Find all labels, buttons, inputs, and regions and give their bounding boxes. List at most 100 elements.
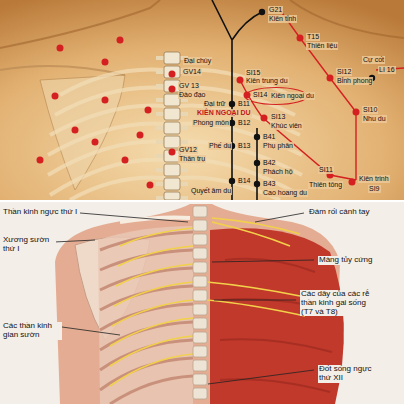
- lung-shading: [220, 259, 332, 392]
- acupoint-dot: [102, 59, 109, 66]
- vertebra: [193, 388, 207, 399]
- acupoint-label: GV12: [178, 146, 198, 154]
- acupoint-label: Phách hộ: [262, 168, 294, 176]
- red-points: [37, 35, 360, 189]
- vertebra: [193, 276, 207, 287]
- acupoint-label: Đào đạo: [178, 91, 206, 99]
- acupoint-label: Nhu du: [362, 115, 387, 123]
- acupoint-dot: [169, 149, 176, 156]
- acupoint-label: SI14: [252, 91, 268, 99]
- acupoint-dot: [117, 37, 124, 44]
- acupoint-dot: [297, 35, 304, 42]
- acupoint-label: GV14: [182, 68, 202, 76]
- acupoint-dot: [229, 178, 235, 184]
- acupoint-dot: [145, 107, 152, 114]
- acupoint-label: Thân trụ: [178, 155, 206, 163]
- acupoint-label: B12: [237, 119, 251, 127]
- panel-divider: [0, 200, 404, 202]
- acupoint-label: Cự cốt: [362, 56, 385, 64]
- rib-cage: [98, 226, 193, 404]
- acupoint-dot: [92, 139, 99, 146]
- acupoint-label: GV 13: [178, 82, 200, 90]
- acupoint-dot: [102, 97, 109, 104]
- acupoint-label: SI13: [270, 113, 286, 121]
- ribs: [48, 70, 302, 200]
- acupoint-label: Bỉnh phong: [336, 77, 373, 85]
- vertebra: [193, 248, 207, 259]
- acupoint-label: Phong môn: [192, 119, 230, 127]
- acupoint-label: Kiên trinh: [358, 175, 390, 183]
- vertebra: [193, 206, 207, 217]
- vertebra: [193, 290, 207, 301]
- panel-ground: [0, 202, 404, 404]
- acupoint-dot: [259, 9, 265, 15]
- anatomy-label: Các dây của các rễ thần kinh gai sống (T…: [300, 290, 380, 316]
- acupoint-dot: [349, 179, 356, 186]
- acupoint-label: Thiên tông: [308, 181, 343, 189]
- acupoint-label: Phụ phân: [262, 142, 294, 150]
- anatomy-label: Đám rối cánh tay: [308, 208, 370, 217]
- anatomy-label: Xương sườn thứ I: [2, 236, 56, 254]
- shoulder-contour: [0, 0, 404, 48]
- acupoint-label: Đại trữ: [203, 100, 226, 108]
- meridian-line: [240, 10, 404, 180]
- acupoint-dot: [72, 127, 79, 134]
- acupoint-dot: [169, 86, 176, 93]
- acupoint-label: LI 16: [378, 66, 396, 74]
- acupoint-dot: [122, 157, 129, 164]
- acupoint-label: B43: [262, 180, 276, 188]
- acupoint-label: Khúc viên: [270, 122, 303, 130]
- vertebra: [193, 374, 207, 385]
- acupoint-dot: [353, 109, 360, 116]
- black-points: [229, 9, 375, 187]
- vertebra: [164, 108, 180, 120]
- vertebra: [164, 164, 180, 176]
- vertebra: [193, 262, 207, 273]
- anatomy-label: Các thần kinh gian sườn: [2, 322, 62, 340]
- acupoint-label: B14: [237, 177, 251, 185]
- acupoint-dot: [237, 77, 244, 84]
- acupoint-label: B42: [262, 159, 276, 167]
- anatomy-label: Thần kinh ngực thứ I: [2, 208, 78, 217]
- acupoint-label: B41: [262, 133, 276, 141]
- anatomy-label: Màng tủy cứng: [318, 256, 373, 265]
- acupoint-dot: [254, 134, 260, 140]
- ribs: [100, 232, 193, 404]
- vertebra: [164, 66, 180, 78]
- vertebra: [193, 220, 207, 231]
- acupoint-label: Kiên trung du: [245, 77, 289, 85]
- acupoint-label: B13: [237, 142, 251, 150]
- acupoint-dot: [327, 75, 334, 82]
- acupoint-label: Cao hoang du: [262, 189, 308, 197]
- vertebra: [164, 192, 180, 200]
- acupoint-label: SI15: [245, 69, 261, 77]
- vertebra: [193, 360, 207, 371]
- acupoint-dot: [254, 160, 260, 166]
- acupoint-label: SI9: [368, 185, 381, 193]
- nerves: [110, 218, 305, 386]
- acupoint-label: Kiên ngoại du: [270, 92, 315, 100]
- acupoint-label: B11: [237, 100, 251, 108]
- region-label: KIÊN NGOẠI DU: [196, 109, 252, 117]
- acupoint-dot: [169, 71, 176, 78]
- acupoint-dot: [52, 93, 59, 100]
- acupoint-label: Kiên tỉnh: [268, 15, 297, 23]
- acupoint-label: T15: [306, 33, 320, 41]
- vertebra: [193, 234, 207, 245]
- acupoint-dot: [137, 132, 144, 139]
- vertebra: [193, 318, 207, 329]
- anatomy-label: Đốt sống ngực thứ XII: [318, 365, 380, 383]
- acupoint-dot: [261, 115, 268, 122]
- acupoint-label: SI12: [336, 68, 352, 76]
- acupoint-dot: [254, 181, 260, 187]
- acupoint-label: Đại chùy: [183, 57, 212, 65]
- acupoint-label: Thiên liệu: [306, 42, 338, 50]
- vertebra: [193, 346, 207, 357]
- acupoint-dot: [229, 101, 235, 107]
- spine: [164, 52, 180, 200]
- vertebra: [164, 178, 180, 190]
- acupoint-dot: [37, 157, 44, 164]
- vertebra: [193, 332, 207, 343]
- vertebra: [193, 304, 207, 315]
